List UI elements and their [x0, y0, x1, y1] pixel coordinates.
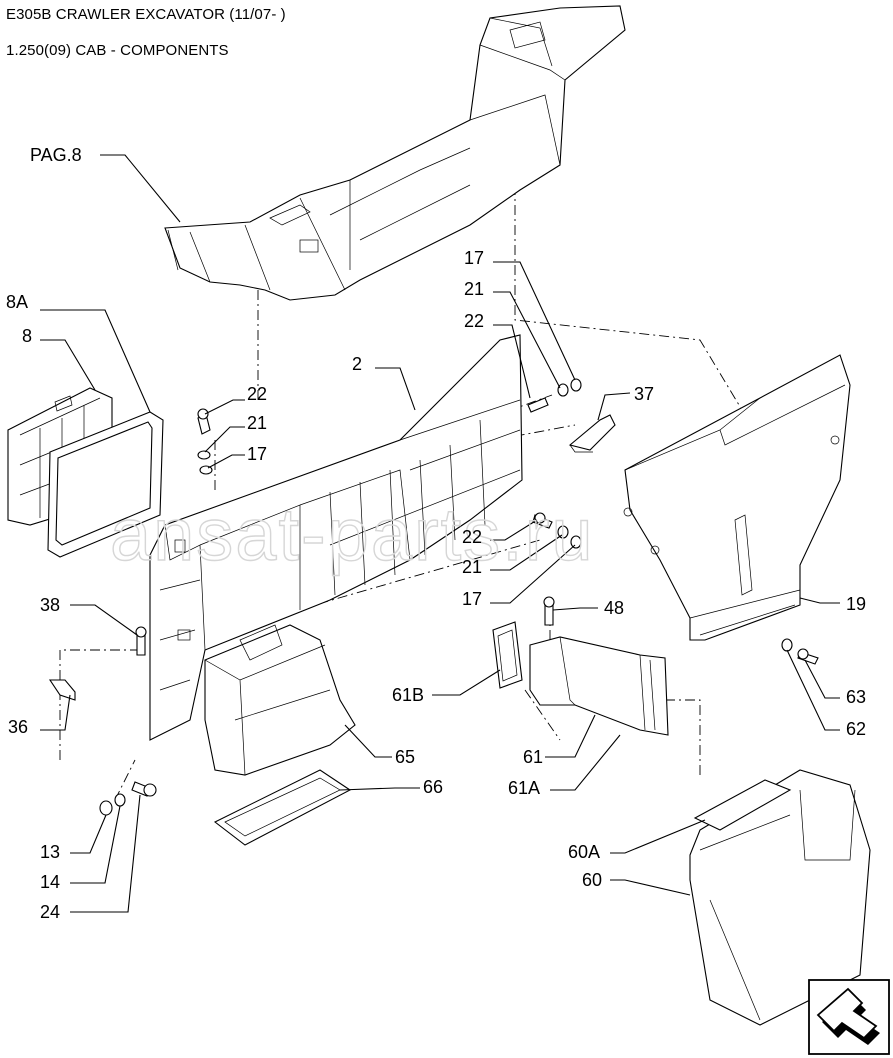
callout-21-left: 21 — [247, 413, 267, 433]
callout-48: 48 — [604, 598, 624, 618]
callout-17-upper: 17 — [464, 248, 484, 268]
callout-22-mid: 22 — [462, 527, 482, 547]
callout-17-left: 17 — [247, 444, 267, 464]
watermark-text: ansat-parts.ru — [110, 493, 595, 576]
callout-14: 14 — [40, 872, 60, 892]
seal-part-66 — [213, 769, 352, 846]
bracket-part-37 — [568, 414, 616, 453]
seal-part-8a — [47, 411, 164, 558]
seal-part-61b — [492, 621, 523, 689]
callout-19: 19 — [846, 594, 866, 614]
callout-21-upper: 21 — [464, 279, 484, 299]
callout-61: 61 — [523, 747, 543, 767]
upper-console-part — [164, 5, 626, 301]
callout-63: 63 — [846, 687, 866, 707]
callout-8a: 8A — [6, 292, 28, 312]
callout-22-upper: 22 — [464, 311, 484, 331]
callout-17-mid: 17 — [462, 589, 482, 609]
callout-labels: PAG.8 8A 8 2 22 21 17 17 21 22 37 22 21 … — [6, 145, 866, 922]
callout-38: 38 — [40, 595, 60, 615]
callout-36: 36 — [8, 717, 28, 737]
callout-pag8: PAG.8 — [30, 145, 82, 165]
callout-60: 60 — [582, 870, 602, 890]
callout-21-mid: 21 — [462, 557, 482, 577]
callout-66: 66 — [423, 777, 443, 797]
callout-24: 24 — [40, 902, 60, 922]
callout-61b: 61B — [392, 685, 424, 705]
rear-panel-part-2 — [149, 334, 523, 741]
blower-box-part-65 — [204, 624, 356, 776]
callout-65: 65 — [395, 747, 415, 767]
next-page-arrow-button[interactable] — [808, 979, 890, 1055]
callout-62: 62 — [846, 719, 866, 739]
hardware-parts — [48, 378, 819, 816]
leader-lines — [40, 154, 840, 913]
callout-8: 8 — [22, 326, 32, 346]
duct-part-61 — [529, 636, 669, 736]
page-title: E305B CRAWLER EXCAVATOR (11/07- ) — [6, 6, 286, 23]
seal-part-60a — [693, 779, 792, 831]
arrow-icon — [816, 987, 880, 1045]
callout-60a: 60A — [568, 842, 600, 862]
callout-61a: 61A — [508, 778, 540, 798]
callout-22-left: 22 — [247, 384, 267, 404]
callout-13: 13 — [40, 842, 60, 862]
callout-37: 37 — [634, 384, 654, 404]
callout-2: 2 — [352, 354, 362, 374]
duct-cover-part-19 — [623, 354, 851, 641]
page-subtitle: 1.250(09) CAB - COMPONENTS — [6, 42, 229, 59]
